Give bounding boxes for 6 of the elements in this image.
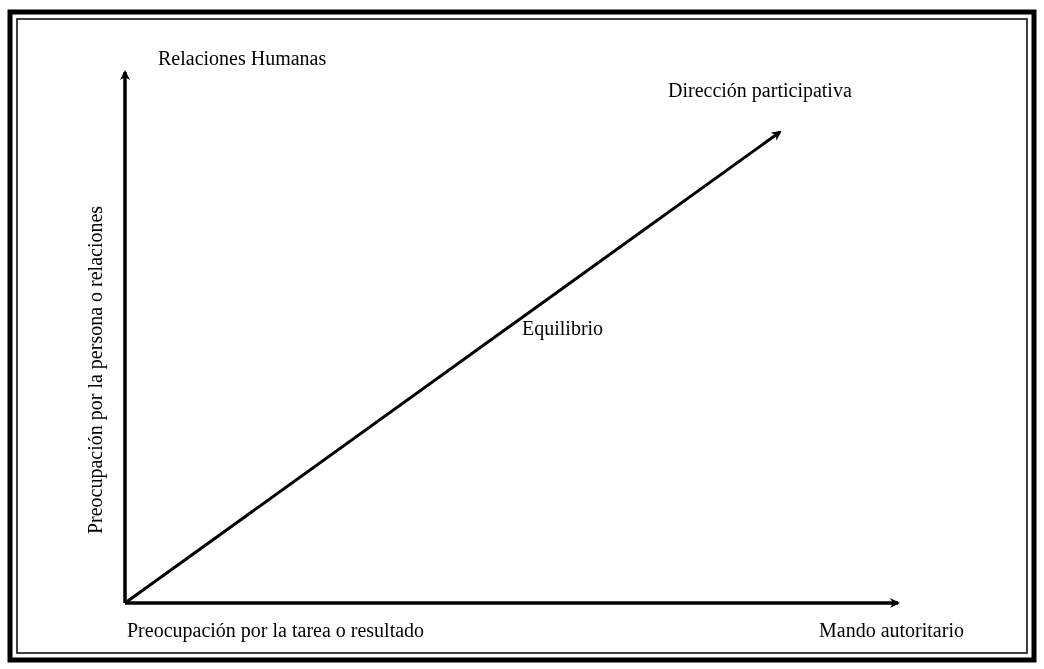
axis-label: Relaciones Humanas: [158, 48, 327, 68]
point-label: Equilibrio: [522, 318, 604, 338]
axis-title: Preocupación por la tarea o resultado: [127, 620, 425, 640]
axis-label: Mando autoritario: [819, 620, 964, 640]
point-label: Dirección participativa: [668, 80, 852, 100]
axis-title: Preocupación por la persona o relaciones: [85, 205, 106, 535]
